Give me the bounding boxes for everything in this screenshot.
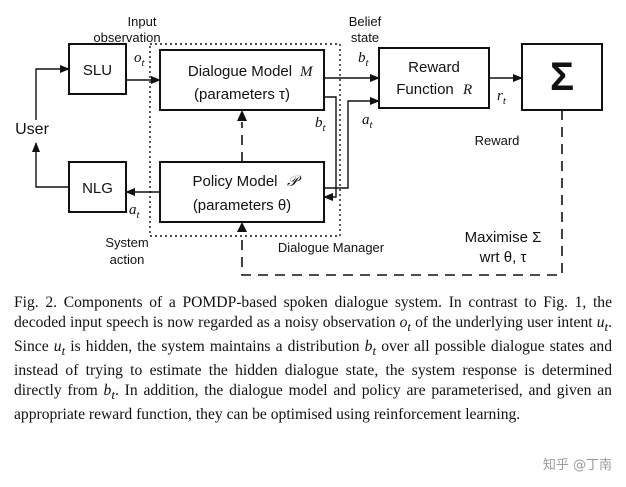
watermark: 知乎 @丁南	[542, 458, 612, 473]
dialogue-manager-boundary	[149, 43, 341, 237]
nlg-label: NLG	[82, 180, 113, 197]
symbol-r-t: rt	[497, 88, 507, 107]
dashed-arrowhead-dm	[237, 110, 247, 121]
reward-label: Reward	[475, 133, 520, 148]
belief-state-label-2: state	[351, 30, 379, 45]
reward-symbol: R	[462, 82, 472, 98]
policy-model-title: Policy Model	[192, 173, 277, 190]
arrow-user-to-slu	[35, 65, 70, 120]
symbol-a-t-right: at	[362, 112, 374, 131]
reward-title: Reward	[408, 59, 460, 76]
sigma-symbol: Σ	[550, 55, 574, 99]
policy-model-params: (parameters θ)	[193, 197, 291, 214]
system-action-label-2: action	[110, 252, 145, 267]
reward-function-box	[378, 47, 490, 109]
input-observation-label-1: Input	[128, 14, 157, 29]
maximise-label-1: Maximise Σ	[465, 229, 542, 246]
slu-box	[68, 43, 127, 95]
symbol-b-t-top: bt	[358, 50, 370, 69]
symbol-b-t-mid: bt	[315, 115, 327, 134]
dialogue-model-params: (parameters τ)	[194, 86, 290, 103]
system-action-label-1: System	[105, 235, 148, 250]
arrow-dm-to-policy	[323, 96, 337, 201]
figure-caption: Fig. 2. Components of a POMDP-based spok…	[14, 294, 613, 424]
symbol-o-t: ot	[134, 50, 146, 69]
dashed-feedback-line	[241, 110, 563, 276]
reward-function-word: Function	[396, 81, 454, 98]
dialogue-manager-label: Dialogue Manager	[278, 240, 385, 255]
dialogue-model-title: Dialogue Model	[188, 63, 292, 80]
arrow-policy-to-reward	[324, 97, 380, 189]
arrow-nlg-to-user	[32, 142, 69, 188]
symbol-a-t-left: at	[129, 202, 141, 221]
dashed-arrowhead-policy	[237, 222, 247, 232]
maximise-label-2: wrt θ, τ	[479, 249, 527, 266]
pomdp-diagram: SLU NLG Dialogue Model M (parameters τ) …	[15, 14, 603, 276]
dialogue-model-symbol: M	[299, 64, 314, 80]
slu-label: SLU	[83, 62, 112, 79]
belief-state-label-1: Belief	[349, 14, 382, 29]
user-label: User	[15, 121, 49, 138]
input-observation-label-2: observation	[93, 30, 160, 45]
